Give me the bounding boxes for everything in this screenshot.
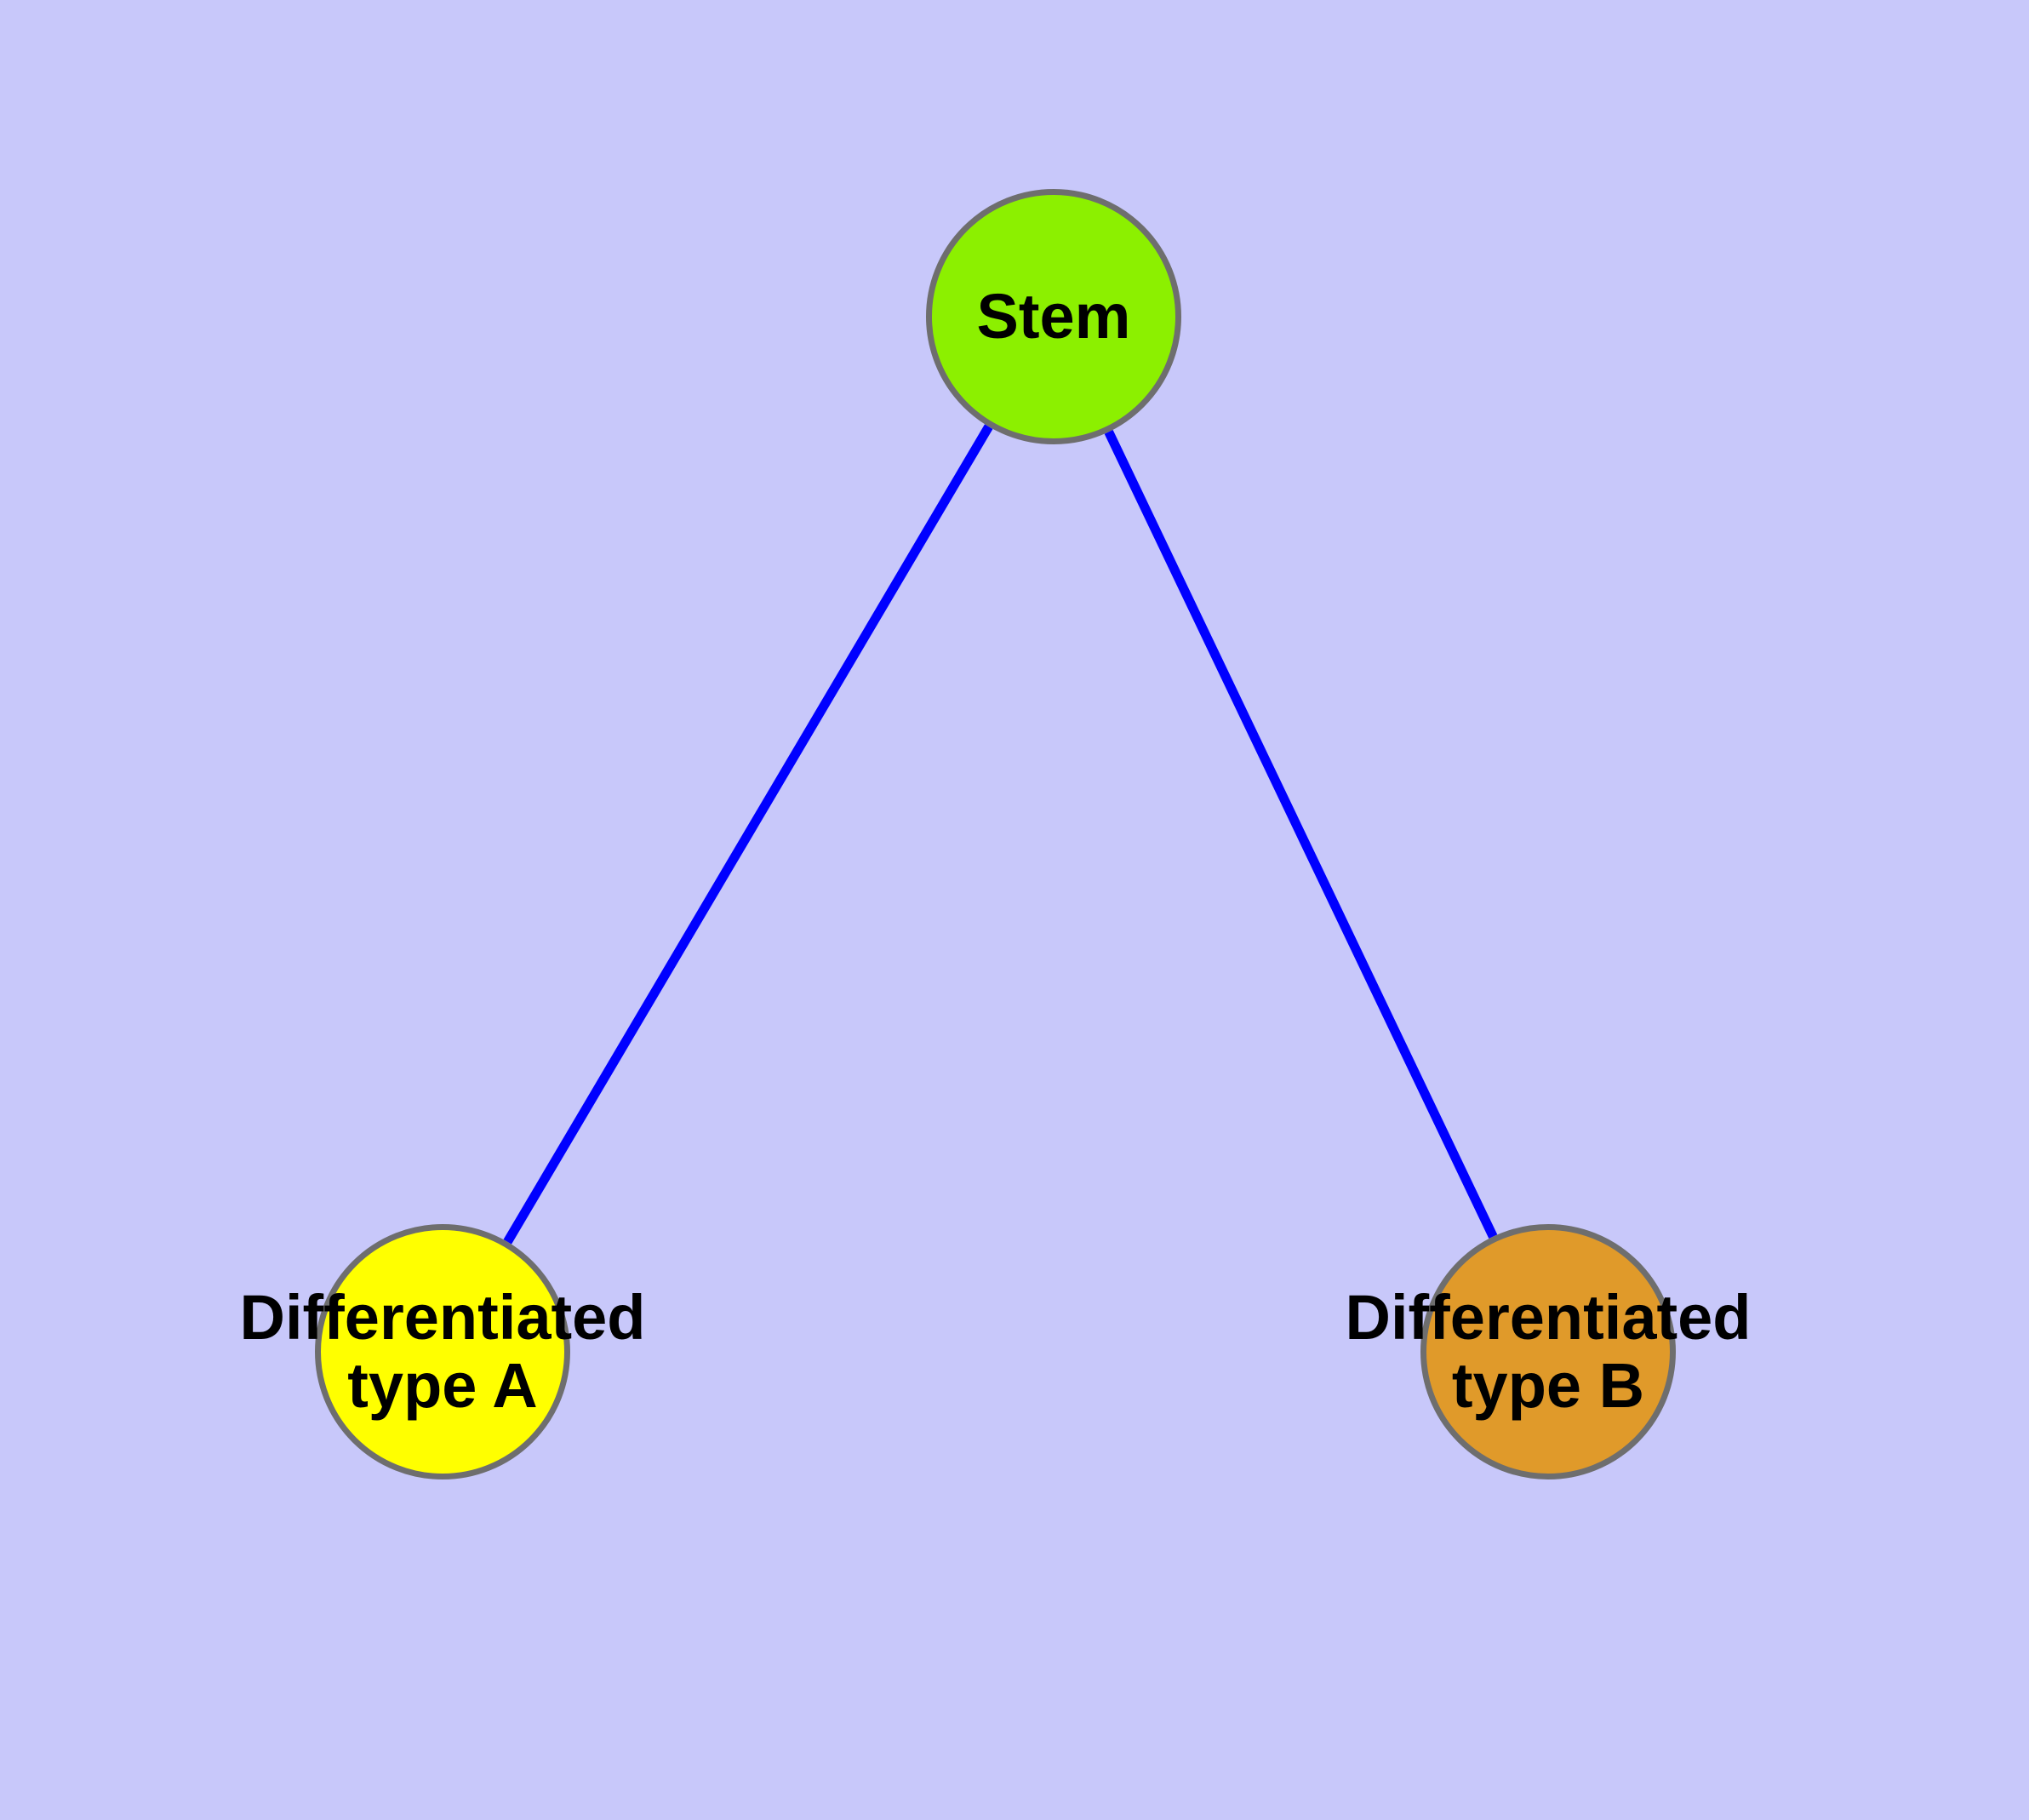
- graph-edge-stem-diff_b[interactable]: [1104, 429, 1498, 1239]
- graph-node-diff_b[interactable]: [1420, 1224, 1676, 1479]
- graph-node-stem[interactable]: [926, 189, 1181, 444]
- graph-edge-stem-diff_a[interactable]: [503, 424, 993, 1245]
- edge-layer: [503, 424, 1498, 1245]
- graph-node-diff_a[interactable]: [315, 1224, 570, 1479]
- node-layer: [315, 189, 1676, 1479]
